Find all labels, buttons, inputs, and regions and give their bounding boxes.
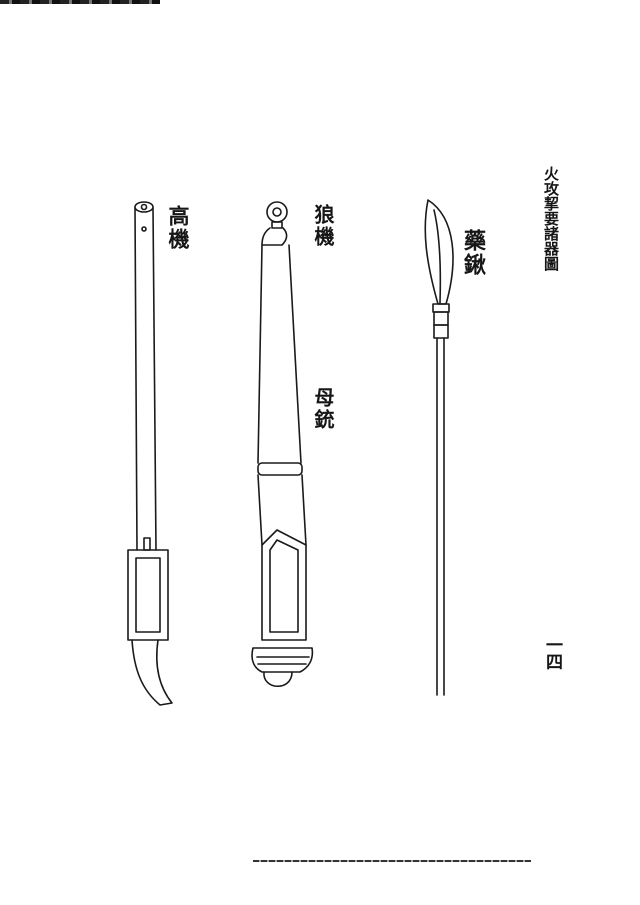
- running-head: 火攻挈要諸器圖: [542, 166, 560, 271]
- label-gao-ji: 高機: [166, 205, 191, 251]
- gao-ji-drawing: [127, 201, 173, 706]
- bottom-edge-scan-artifact: [253, 860, 531, 862]
- label-mu-chong: 母銃: [311, 387, 335, 431]
- lang-ji-drawing: [251, 201, 314, 687]
- jiao-qiao-drawing: [424, 199, 454, 696]
- top-edge-scan-artifact: [0, 0, 160, 4]
- label-lang-ji: 狼機: [311, 204, 335, 248]
- label-jiao-qiao: 藥鍬: [460, 229, 486, 277]
- page-number: 一四: [542, 636, 562, 670]
